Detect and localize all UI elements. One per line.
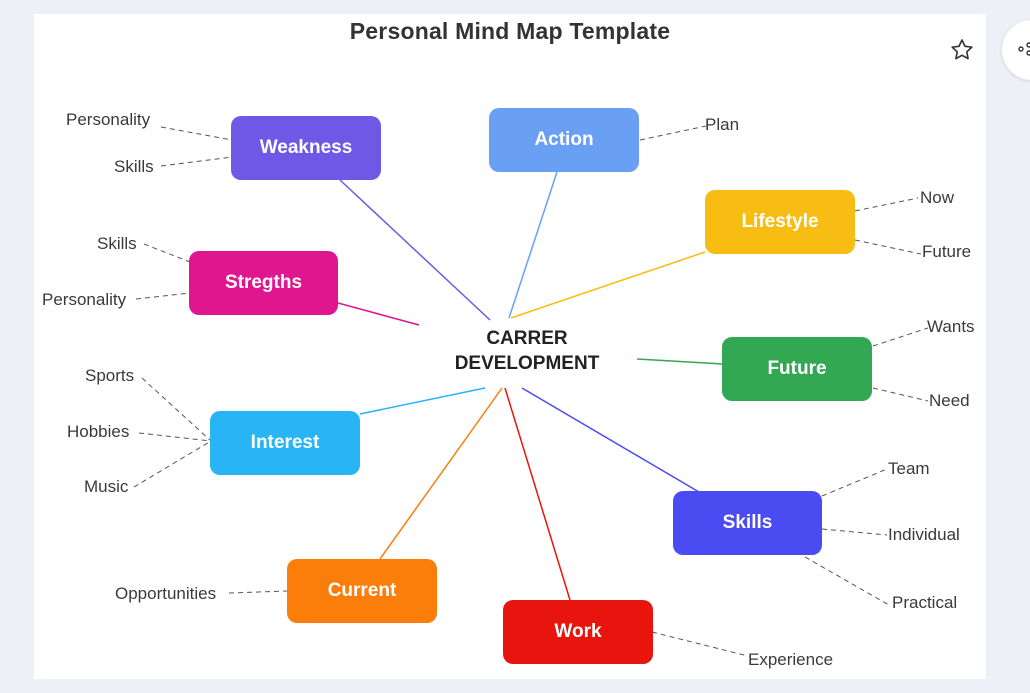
node-action[interactable]: Action bbox=[489, 108, 639, 172]
node-action-label: Action bbox=[534, 129, 594, 150]
dash-action-plan bbox=[639, 125, 707, 141]
dash-future-wants bbox=[872, 327, 929, 347]
central-topic-line2: DEVELOPMENT bbox=[454, 353, 600, 374]
leaf-weakness-personality[interactable]: Personality bbox=[66, 110, 151, 129]
dash-weakness-personality bbox=[160, 126, 233, 141]
leaf-lifestyle-now[interactable]: Now bbox=[920, 188, 955, 207]
dash-interest-hobbies bbox=[138, 432, 212, 442]
node-weakness[interactable]: Weakness bbox=[231, 116, 381, 180]
leaf-future-need[interactable]: Need bbox=[929, 391, 970, 410]
leaf-interest-hobbies[interactable]: Hobbies bbox=[67, 422, 130, 441]
leaf-skills-practical[interactable]: Practical bbox=[892, 593, 958, 612]
node-current[interactable]: Current bbox=[287, 559, 437, 623]
node-current-label: Current bbox=[327, 580, 397, 601]
leaf-lifestyle-future[interactable]: Future bbox=[922, 242, 972, 261]
favorite-button[interactable] bbox=[944, 32, 980, 68]
dash-current-opportunities bbox=[228, 590, 289, 594]
connector-current bbox=[379, 387, 503, 560]
node-lifestyle-label: Lifestyle bbox=[741, 211, 819, 232]
dash-skills-team bbox=[821, 468, 888, 497]
leaf-current-opportunities[interactable]: Opportunities bbox=[115, 584, 217, 603]
dash-work-experience bbox=[651, 631, 749, 657]
connector-weakness bbox=[339, 179, 491, 321]
node-interest[interactable]: Interest bbox=[210, 411, 360, 475]
dash-skills-practical bbox=[804, 556, 890, 606]
node-interest-label: Interest bbox=[250, 432, 320, 453]
leaf-interest-music[interactable]: Music bbox=[84, 477, 129, 496]
leaf-weakness-skills[interactable]: Skills bbox=[114, 157, 154, 176]
dash-skills-individual bbox=[821, 528, 888, 536]
node-skills-label: Skills bbox=[722, 512, 773, 533]
connector-future bbox=[636, 358, 724, 365]
leaf-strengths-skills[interactable]: Skills bbox=[97, 234, 137, 253]
star-outline-icon bbox=[951, 39, 973, 60]
dash-interest-music bbox=[133, 440, 212, 488]
dash-strengths-personality bbox=[135, 292, 191, 300]
leaf-strengths-personality[interactable]: Personality bbox=[42, 290, 127, 309]
dash-weakness-skills bbox=[160, 156, 233, 167]
central-topic[interactable]: CARRER DEVELOPMENT bbox=[437, 326, 617, 376]
dash-future-need bbox=[872, 387, 929, 402]
leaf-action-plan[interactable]: Plan bbox=[705, 115, 740, 134]
leaf-interest-sports[interactable]: Sports bbox=[85, 366, 135, 385]
connector-work bbox=[504, 387, 571, 601]
dash-lifestyle-now bbox=[854, 197, 919, 212]
leaf-skills-team[interactable]: Team bbox=[888, 459, 930, 478]
node-lifestyle[interactable]: Lifestyle bbox=[705, 190, 855, 254]
connector-lifestyle bbox=[510, 251, 706, 319]
node-strengths[interactable]: Stregths bbox=[189, 251, 338, 315]
leaf-future-wants[interactable]: Wants bbox=[927, 317, 975, 336]
connector-interest bbox=[359, 387, 486, 415]
node-future[interactable]: Future bbox=[722, 337, 872, 401]
dash-strengths-skills bbox=[143, 243, 191, 263]
leaf-work-experience[interactable]: Experience bbox=[748, 650, 834, 669]
connector-skills bbox=[521, 387, 700, 493]
central-topic-line1: CARRER bbox=[486, 328, 568, 349]
node-skills[interactable]: Skills bbox=[673, 491, 822, 555]
node-work-label: Work bbox=[554, 621, 602, 642]
node-strengths-label: Stregths bbox=[224, 272, 303, 293]
connector-strengths bbox=[337, 302, 420, 326]
dash-lifestyle-future bbox=[854, 239, 922, 255]
node-future-label: Future bbox=[767, 358, 827, 379]
diagram-title: Personal Mind Map Template bbox=[349, 18, 671, 44]
node-work[interactable]: Work bbox=[503, 600, 653, 664]
node-weakness-label: Weakness bbox=[259, 137, 353, 158]
share-icon bbox=[1018, 42, 1030, 56]
leaf-skills-individual[interactable]: Individual bbox=[888, 525, 960, 544]
connector-action bbox=[508, 171, 558, 319]
dash-interest-sports bbox=[141, 377, 212, 442]
